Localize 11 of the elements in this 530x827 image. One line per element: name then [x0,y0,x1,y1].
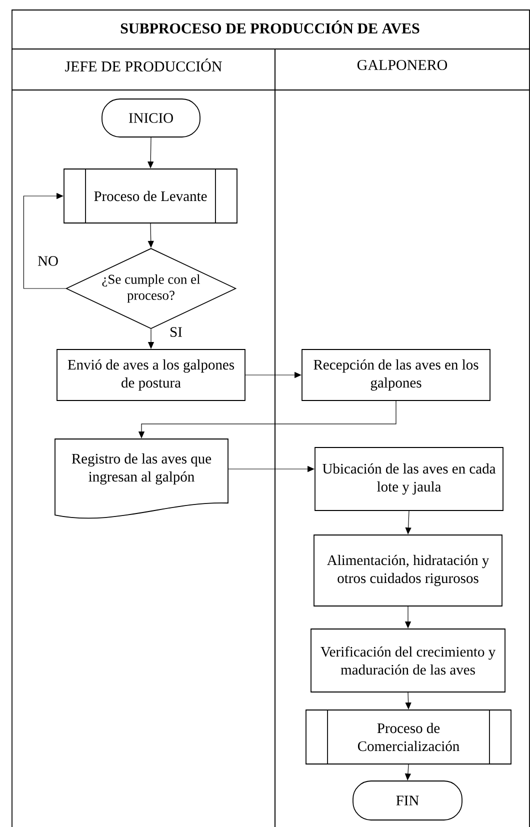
edge-label: NO [36,255,60,267]
process-box: Envió de aves a los galpones de postura [56,349,246,401]
arrow [23,192,66,289]
process-box: Ubicación de las aves en cada lote y jaula [314,447,504,511]
subprocess-box: Proceso de Levante [64,168,238,224]
process-box: Verificación del crecimiento y maduración de las aves [310,628,506,692]
title-band: SUBPROCESO DE PRODUCCIÓN DE AVES [12,10,530,50]
edge-label: SI [168,326,184,338]
process-box: Alimentación, hidratación y otros cuidados rigurosos [314,534,502,606]
process-box: Recepción de las aves en los galpones [302,349,490,401]
subprocess-box: Proceso de Comercialización [306,709,512,765]
